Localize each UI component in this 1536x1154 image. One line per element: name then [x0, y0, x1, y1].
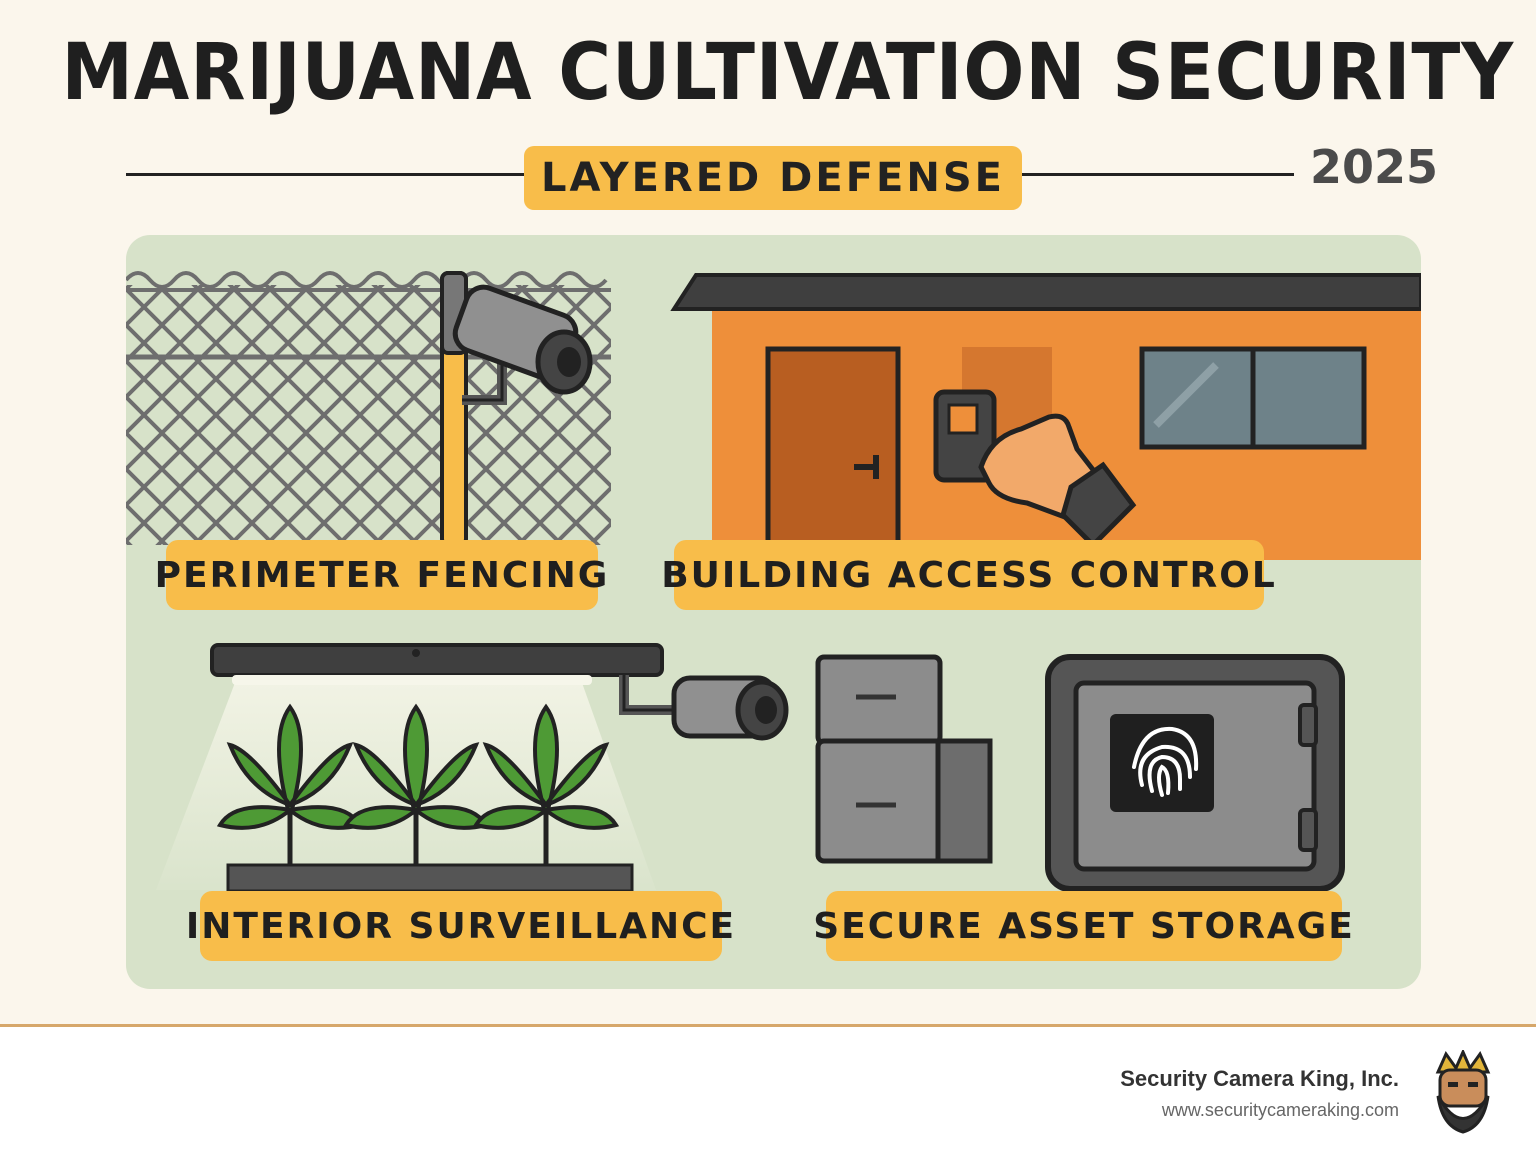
divider-right	[1022, 173, 1294, 176]
king-mascot-logo-icon	[1435, 1050, 1491, 1134]
company-name: Security Camera King, Inc.	[1120, 1066, 1399, 1091]
year-label: 2025	[1310, 140, 1439, 194]
hand-with-access-card-icon	[978, 413, 1137, 549]
door-icon	[765, 346, 901, 552]
footer-divider	[0, 1024, 1536, 1027]
illustration	[126, 271, 1421, 893]
divider-left	[126, 173, 524, 176]
layer-label-secure-asset-storage: SECURE ASSET STORAGE	[813, 891, 1353, 961]
company-url: www.securitycameraking.com	[1161, 1100, 1399, 1120]
layer-label-perimeter-fencing: PERIMETER FENCING	[155, 540, 607, 610]
security-camera-icon	[452, 284, 593, 405]
subtitle-badge: LAYERED DEFENSE	[524, 146, 1022, 210]
filing-cabinet-icon	[815, 654, 993, 864]
footer	[0, 1027, 1536, 1154]
fingerprint-scanner-icon	[1110, 714, 1214, 812]
security-layers-panel: PERIMETER FENCING BUILDING ACCESS CONTRO…	[126, 235, 1421, 989]
cannabis-plant-icon	[216, 703, 364, 865]
ceiling-camera-icon	[619, 675, 789, 741]
page-title: MARIJUANA CULTIVATION SECURITY	[61, 28, 1515, 118]
card-reader-icon	[933, 389, 997, 483]
layer-label-interior-surveillance: INTERIOR SURVEILLANCE	[186, 891, 734, 961]
planter-tray	[226, 863, 634, 893]
window-icon	[1139, 346, 1367, 450]
layer-label-building-access-control: BUILDING ACCESS CONTROL	[661, 540, 1275, 610]
